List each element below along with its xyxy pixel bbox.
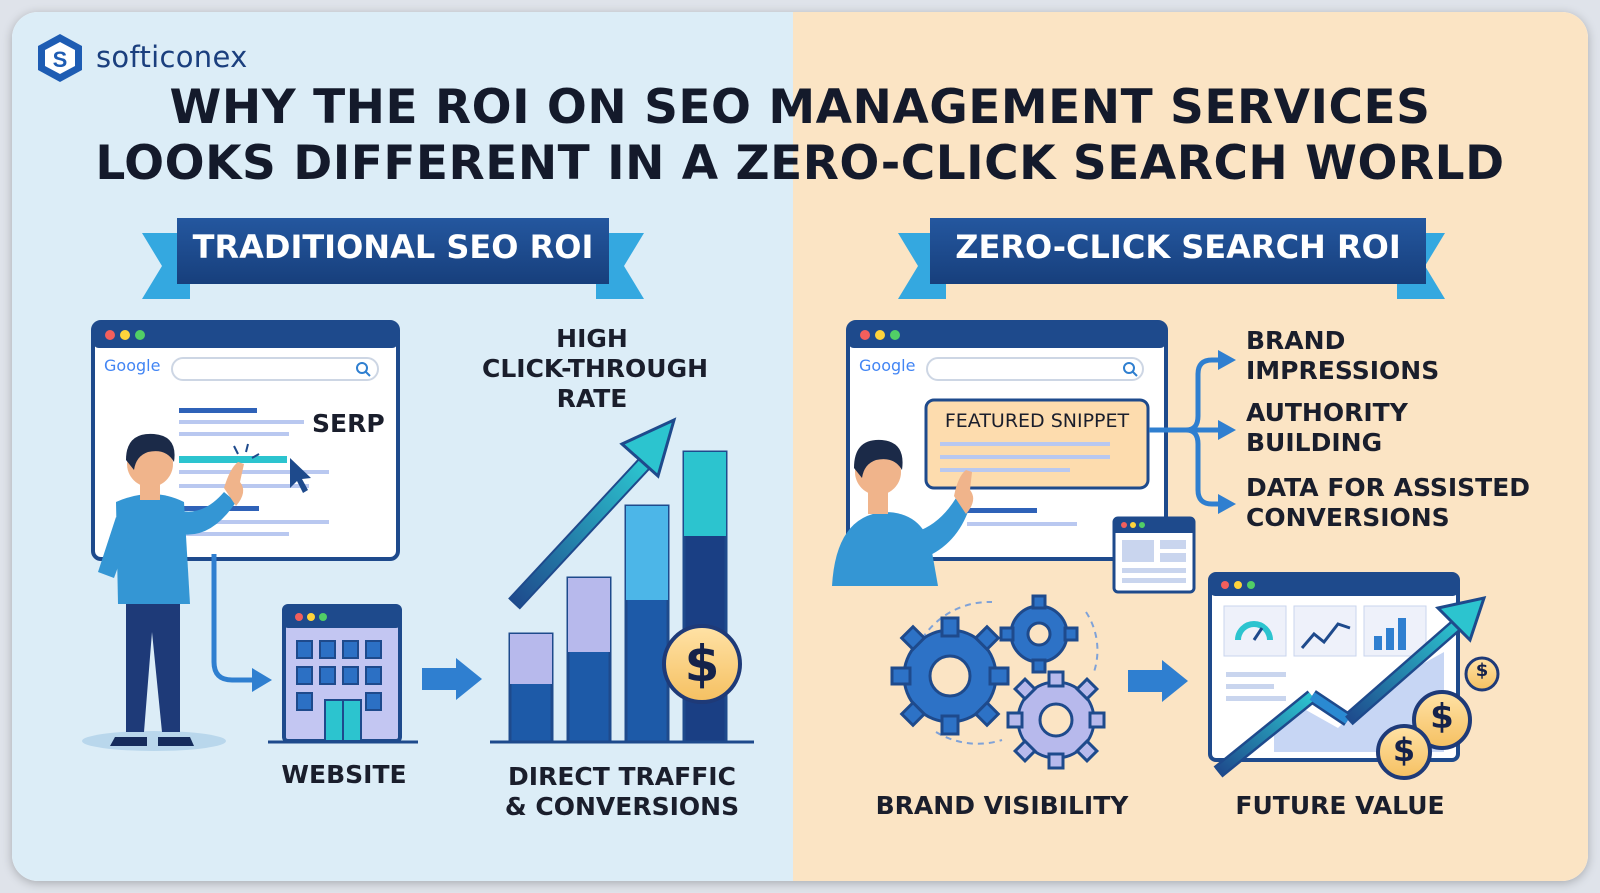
search-icon — [356, 362, 368, 374]
line-chart-icon — [1300, 622, 1351, 649]
outcome-line: AUTHORITY — [1246, 398, 1408, 427]
left-ribbon — [142, 218, 644, 299]
dollar-coin-icon — [1376, 724, 1432, 780]
gears-icon — [890, 594, 1106, 770]
left-heading: TRADITIONAL SEO ROI — [192, 228, 594, 266]
person-pointing-illustration — [82, 433, 260, 751]
brand-name: softiconex — [96, 40, 248, 74]
serp-to-website-arrow — [211, 554, 272, 692]
outcome-line: BUILDING — [1246, 428, 1383, 457]
outcome-authority-building: AUTHORITY BUILDING — [1246, 398, 1408, 458]
dollar-symbol: $ — [684, 635, 720, 693]
brand-visibility-label: BRAND VISIBILITY — [875, 791, 1129, 820]
outcome-line: DATA FOR ASSISTED — [1246, 473, 1531, 502]
dollar-coin-icon — [1412, 690, 1472, 750]
right-ribbon — [898, 218, 1445, 299]
website-building-icon — [268, 604, 418, 744]
gears-to-dashboard-arrow — [1128, 660, 1188, 702]
ctr-label-line: HIGH — [556, 324, 628, 353]
branch-arrowheads — [1218, 350, 1236, 514]
infographic: S — [12, 12, 1588, 881]
person-pointing-snippet-illustration — [832, 439, 974, 586]
svg-text:S: S — [53, 47, 68, 72]
hexagon-s-logo-icon: S — [38, 34, 82, 82]
dollar-symbol: $ — [1475, 660, 1489, 681]
serp-label: SERP — [312, 409, 385, 438]
future-value-label: FUTURE VALUE — [1235, 791, 1445, 820]
outcome-line: CONVERSIONS — [1246, 503, 1450, 532]
analytics-dashboard-window — [1208, 572, 1500, 780]
outcome-line: IMPRESSIONS — [1246, 356, 1440, 385]
small-browser-window — [1112, 516, 1196, 594]
search-icon — [1123, 362, 1135, 374]
outcome-line: BRAND — [1246, 326, 1346, 355]
google-logo: Google — [104, 356, 161, 375]
traffic-bar-chart — [490, 417, 754, 744]
title-line-2: LOOKS DIFFERENT IN A ZERO-CLICK SEARCH W… — [95, 136, 1505, 191]
traffic-label-line: DIRECT TRAFFIC — [508, 762, 736, 791]
website-to-chart-arrow — [422, 658, 482, 700]
dollar-symbol: $ — [1430, 697, 1454, 737]
title-line-1: WHY THE ROI ON SEO MANAGEMENT SERVICES — [169, 80, 1431, 135]
traffic-label-line: & CONVERSIONS — [504, 792, 740, 821]
gauge-icon — [1235, 621, 1273, 641]
dollar-coin-icon — [1464, 656, 1500, 692]
dollar-symbol: $ — [1392, 731, 1416, 769]
outcome-assisted-conversions: DATA FOR ASSISTED CONVERSIONS — [1246, 473, 1530, 533]
snippet-branch-arrows — [1149, 357, 1220, 507]
outcome-brand-impressions: BRAND IMPRESSIONS — [1246, 326, 1439, 386]
ctr-label-line: RATE — [556, 384, 628, 413]
featured-snippet-label: FEATURED SNIPPET — [944, 410, 1130, 432]
website-label: WEBSITE — [281, 760, 407, 789]
page-title: WHY THE ROI ON SEO MANAGEMENT SERVICES L… — [12, 80, 1588, 192]
google-logo: Google — [859, 356, 916, 375]
cursor-icon — [290, 458, 311, 493]
right-heading: ZERO-CLICK SEARCH ROI — [955, 228, 1401, 266]
right-browser-window — [846, 320, 1168, 561]
traffic-label: DIRECT TRAFFIC & CONVERSIONS — [502, 762, 742, 822]
dollar-coin-icon — [662, 624, 742, 704]
ctr-label-line: CLICK-THROUGH — [482, 354, 709, 383]
infographic-artwork: S — [12, 12, 1588, 881]
bar-chart-icon — [1374, 618, 1406, 650]
ctr-label: HIGH CLICK-THROUGH RATE — [482, 324, 709, 414]
